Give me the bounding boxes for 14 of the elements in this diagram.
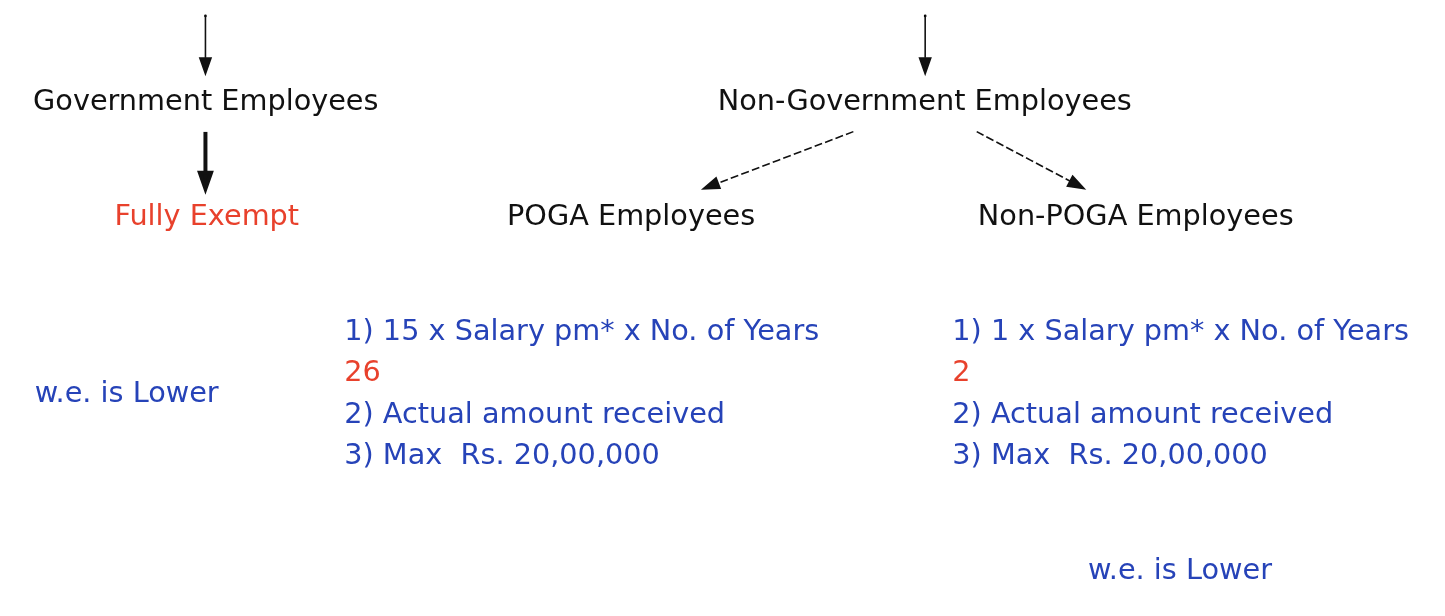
arrow: [197, 131, 214, 195]
node-text: Government Employees: [33, 82, 379, 117]
label: w.e. is Lower: [34, 374, 219, 409]
label: w.e. is Lower: [1087, 551, 1272, 586]
node-text: 1) 15 x Salary pm* x No. of Years 26 2) Actual amount received 3) Max Rs. 20,00,000: [344, 312, 820, 472]
node-text: Non-Government Employees: [717, 82, 1132, 117]
node-text: 1) 1 x Salary pm* x No. of Years 2 2) Actual amount received 3) Max Rs. 20,00,000: [952, 312, 1409, 472]
arrow: [700, 130, 855, 190]
node-text: POGA Employees: [507, 197, 756, 232]
node-text: Non-POGA Employees: [977, 197, 1294, 232]
arrow: [198, 15, 213, 77]
arrow: [975, 130, 1087, 190]
node-text: Fully Exempt: [114, 197, 300, 232]
arrow: [918, 15, 932, 77]
